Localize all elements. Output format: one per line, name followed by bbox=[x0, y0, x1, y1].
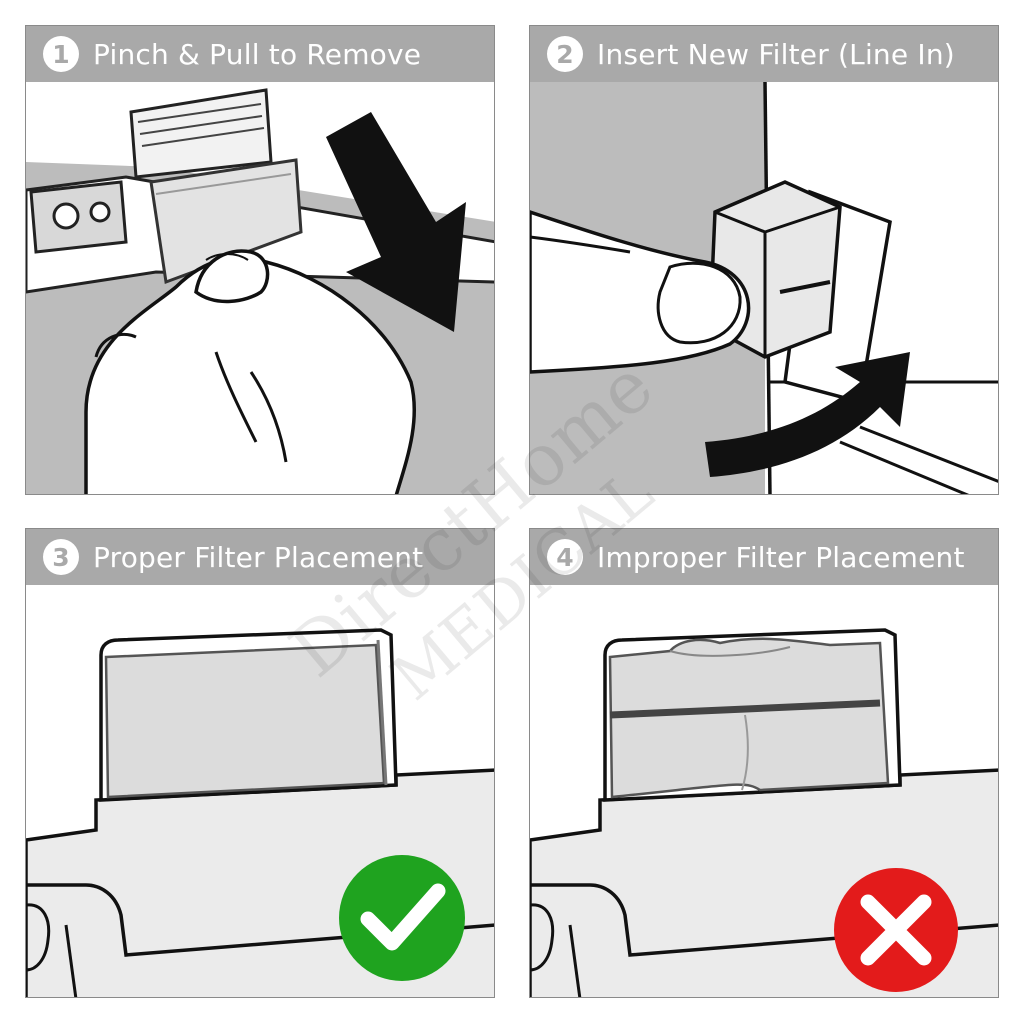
checkmark-badge bbox=[339, 855, 465, 981]
step-2-number-badge: 2 bbox=[547, 36, 583, 72]
step-2-header: 2 Insert New Filter (Line In) bbox=[530, 26, 998, 82]
step-1-illustration bbox=[26, 82, 494, 494]
step-3-panel: 3 Proper Filter Placement bbox=[25, 528, 495, 998]
step-4-title: Improper Filter Placement bbox=[597, 540, 965, 574]
step-2-illustration bbox=[530, 82, 998, 494]
step-3-title: Proper Filter Placement bbox=[93, 540, 424, 574]
step-3-number-badge: 3 bbox=[43, 539, 79, 575]
step-2-title: Insert New Filter (Line In) bbox=[597, 37, 955, 71]
step-1-header: 1 Pinch & Pull to Remove bbox=[26, 26, 494, 82]
step-4-illustration bbox=[530, 585, 998, 997]
step-2-panel: 2 Insert New Filter (Line In) bbox=[529, 25, 999, 495]
step-1-panel: 1 Pinch & Pull to Remove bbox=[25, 25, 495, 495]
step-3-illustration bbox=[26, 585, 494, 997]
step-4-number-badge: 4 bbox=[547, 539, 583, 575]
step-4-panel: 4 Improper Filter Placement bbox=[529, 528, 999, 998]
step-1-title: Pinch & Pull to Remove bbox=[93, 37, 422, 71]
step-4-header: 4 Improper Filter Placement bbox=[530, 529, 998, 585]
step-1-number-badge: 1 bbox=[43, 36, 79, 72]
step-3-header: 3 Proper Filter Placement bbox=[26, 529, 494, 585]
